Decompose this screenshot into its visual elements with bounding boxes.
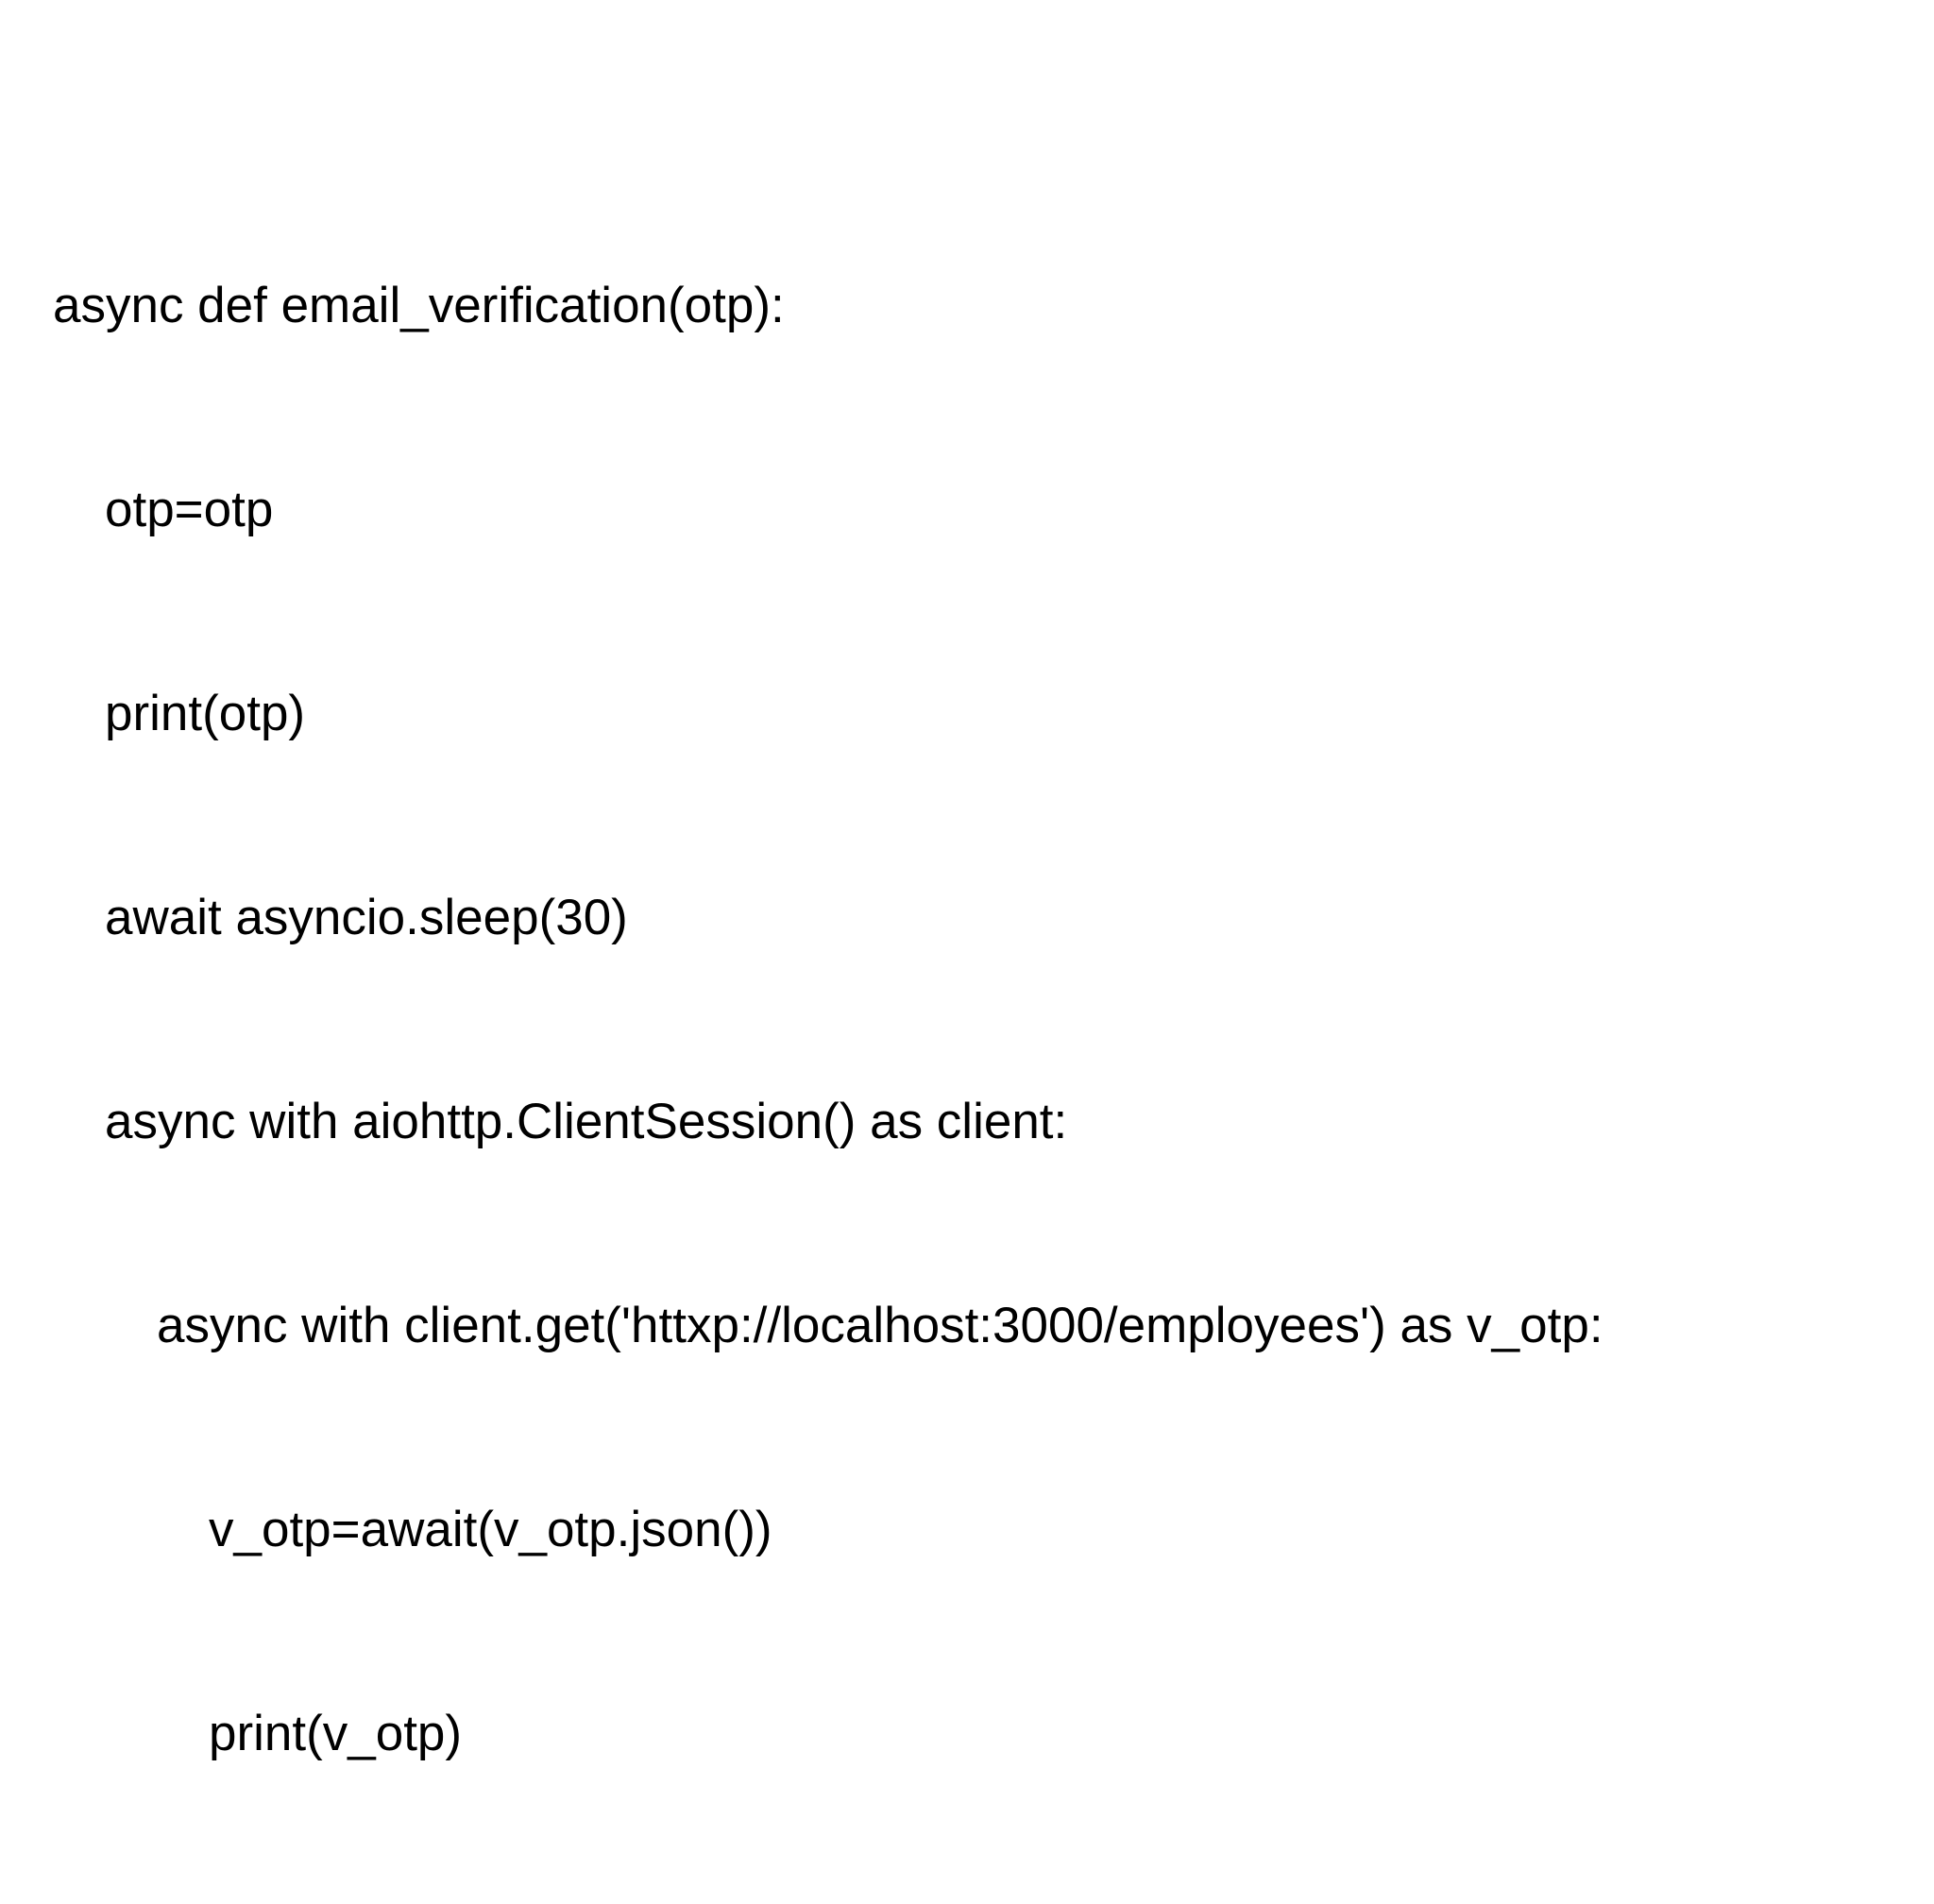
code-line-print-v-otp: print(v_otp) [209,1706,463,1761]
code-line-print-otp: print(otp) [105,686,306,741]
code-line-await-sleep: await asyncio.sleep(30) [105,890,628,945]
code-line-client-get: async with client.get('httxp://localhost… [157,1298,1603,1353]
code-line-await-json: v_otp=await(v_otp.json()) [209,1502,772,1557]
code-line-client-session: async with aiohttp.ClientSession() as cl… [105,1094,1068,1149]
code-line-function-def: async def email_verification(otp): [53,278,785,333]
slide-canvas: async def email_verification(otp): otp=o… [53,278,1603,1761]
code-line-assign-otp: otp=otp [105,482,274,537]
code-block: async def email_verification(otp): otp=o… [53,136,1603,1904]
